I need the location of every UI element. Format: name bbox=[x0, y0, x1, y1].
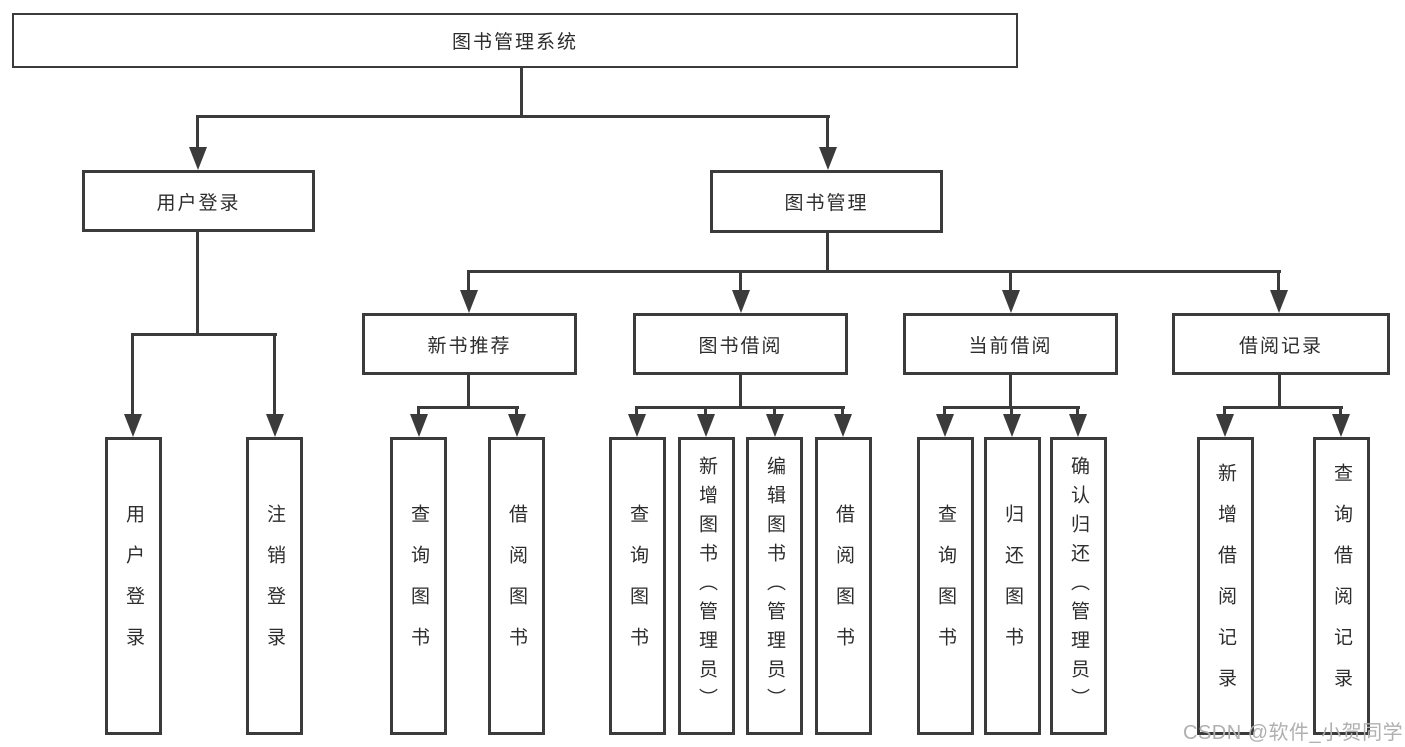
arrowhead-down-icon bbox=[628, 414, 646, 437]
connector-line bbox=[196, 117, 199, 152]
node-confirm-return-admin: 确认归还（管理员） bbox=[1050, 437, 1107, 735]
connector-line bbox=[1010, 408, 1013, 419]
connector-line bbox=[826, 233, 829, 272]
connector-line bbox=[273, 335, 276, 417]
node-book-borrowing: 图书借阅 bbox=[633, 313, 848, 375]
connector-line bbox=[1009, 375, 1012, 408]
connector-line bbox=[515, 408, 518, 419]
connector-line bbox=[943, 408, 946, 419]
connector-line bbox=[1277, 272, 1280, 295]
arrowhead-down-icon bbox=[1003, 414, 1021, 437]
connector-line bbox=[417, 408, 420, 419]
arrowhead-down-icon bbox=[460, 290, 478, 313]
node-borrow-books-recommend: 借阅图书 bbox=[488, 437, 545, 735]
arrowhead-down-icon bbox=[1002, 290, 1020, 313]
arrowhead-down-icon bbox=[410, 414, 428, 437]
node-query-books-recommend: 查询图书 bbox=[390, 437, 447, 735]
connector-line bbox=[196, 115, 830, 118]
node-query-books-current: 查询图书 bbox=[917, 437, 974, 735]
node-borrowing-records: 借阅记录 bbox=[1172, 313, 1390, 375]
connector-line bbox=[704, 408, 707, 419]
node-add-books-admin: 新增图书（管理员） bbox=[678, 437, 735, 735]
connector-line bbox=[196, 232, 199, 335]
connector-line bbox=[467, 270, 1281, 273]
node-user-login: 用户登录 bbox=[105, 437, 162, 735]
arrowhead-down-icon bbox=[834, 414, 852, 437]
connector-line bbox=[635, 408, 638, 419]
connector-line bbox=[417, 406, 519, 409]
connector-line bbox=[1223, 408, 1226, 419]
node-library-system: 图书管理系统 bbox=[12, 13, 1018, 68]
arrowhead-down-icon bbox=[508, 414, 526, 437]
node-new-book-recommend: 新书推荐 bbox=[362, 313, 577, 375]
arrowhead-down-icon bbox=[766, 414, 784, 437]
arrowhead-down-icon bbox=[819, 147, 837, 170]
node-current-borrowing: 当前借阅 bbox=[903, 313, 1118, 375]
arrowhead-down-icon bbox=[1332, 414, 1350, 437]
connector-line bbox=[1223, 406, 1343, 409]
arrowhead-down-icon bbox=[1270, 290, 1288, 313]
node-query-books-borrowing: 查询图书 bbox=[609, 437, 666, 735]
node-return-books: 归还图书 bbox=[984, 437, 1041, 735]
node-logout: 注销登录 bbox=[246, 437, 303, 735]
connector-line bbox=[943, 406, 1080, 409]
watermark: CSDN @软件_小贺同学 bbox=[1183, 722, 1404, 744]
connector-line bbox=[467, 375, 470, 408]
connector-line bbox=[635, 406, 845, 409]
connector-line bbox=[131, 333, 277, 336]
connector-line bbox=[826, 117, 829, 152]
node-add-borrow-record: 新增借阅记录 bbox=[1197, 437, 1254, 735]
arrowhead-down-icon bbox=[124, 414, 142, 437]
arrowhead-down-icon bbox=[1069, 414, 1087, 437]
node-book-management-branch: 图书管理 bbox=[710, 170, 943, 233]
node-edit-books-admin: 编辑图书（管理员） bbox=[746, 437, 803, 735]
node-user-login-branch: 用户登录 bbox=[82, 170, 315, 232]
node-borrow-books: 借阅图书 bbox=[815, 437, 872, 735]
connector-line bbox=[1339, 408, 1342, 419]
connector-line bbox=[467, 272, 470, 295]
connector-line bbox=[131, 335, 134, 417]
arrowhead-down-icon bbox=[1216, 414, 1234, 437]
arrowhead-down-icon bbox=[936, 414, 954, 437]
connector-line bbox=[739, 375, 742, 408]
connector-line bbox=[1076, 408, 1079, 419]
connector-line bbox=[739, 272, 742, 295]
connector-line bbox=[773, 408, 776, 419]
arrowhead-down-icon bbox=[732, 290, 750, 313]
connector-line bbox=[841, 408, 844, 419]
connector-line bbox=[520, 66, 523, 117]
node-query-borrow-record: 查询借阅记录 bbox=[1313, 437, 1370, 735]
arrowhead-down-icon bbox=[266, 414, 284, 437]
connector-line bbox=[1009, 272, 1012, 295]
connector-line bbox=[1278, 375, 1281, 408]
arrowhead-down-icon bbox=[697, 414, 715, 437]
arrowhead-down-icon bbox=[189, 147, 207, 170]
